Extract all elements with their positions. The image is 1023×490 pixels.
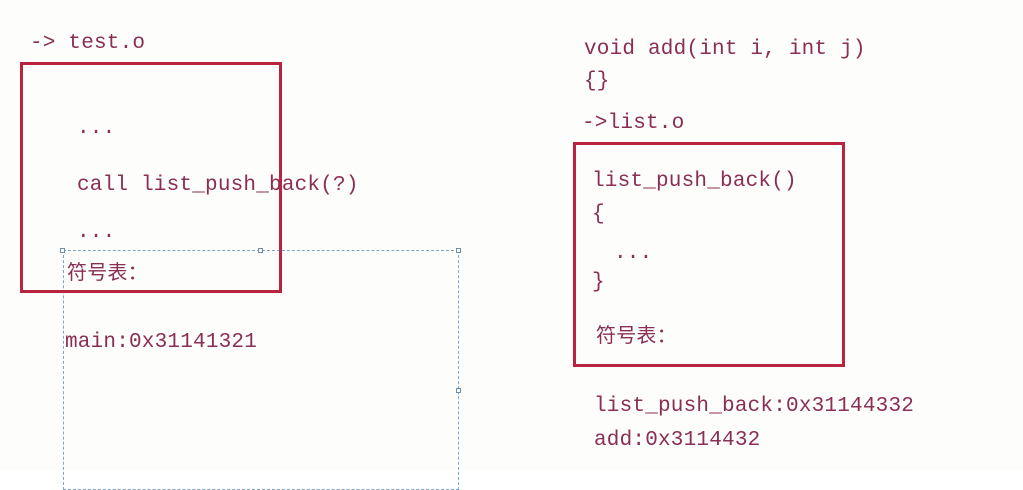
selection-handle-top-middle[interactable] — [258, 248, 263, 253]
selection-handle-top-right[interactable] — [456, 248, 461, 253]
test-o-code-box — [20, 62, 282, 293]
test-o-header: -> test.o — [30, 32, 146, 55]
selection-handle-right-middle[interactable] — [456, 388, 461, 393]
list-o-brace-open: { — [592, 203, 605, 226]
test-o-symbol-table-label: 符号表： — [67, 260, 148, 284]
test-o-ellipsis-bottom: ... — [77, 221, 116, 244]
list-o-func-def: list_push_back() — [592, 170, 797, 193]
list-o-symbol-table-label: 符号表： — [596, 323, 677, 347]
list-o-code-box — [573, 142, 845, 367]
add-function-signature: void add(int i, int j) — [584, 38, 866, 61]
add-function-body: {} — [584, 70, 610, 93]
test-o-ellipsis-top: ... — [77, 117, 116, 140]
list-o-brace-close: } — [592, 271, 605, 294]
test-o-call-line: call list_push_back(?) — [77, 174, 359, 197]
list-o-header: ->list.o — [582, 112, 685, 135]
selection-handle-top-left[interactable] — [60, 248, 65, 253]
list-o-body-ellipsis: ... — [614, 242, 653, 265]
diagram-canvas: -> test.o ... call list_push_back(?) ...… — [20, 32, 915, 490]
test-o-main-symbol: main:0x31141321 — [65, 331, 258, 354]
list-o-add-symbol: add:0x3114432 — [594, 429, 761, 452]
list-o-push-back-symbol: list_push_back:0x31144332 — [594, 395, 915, 418]
